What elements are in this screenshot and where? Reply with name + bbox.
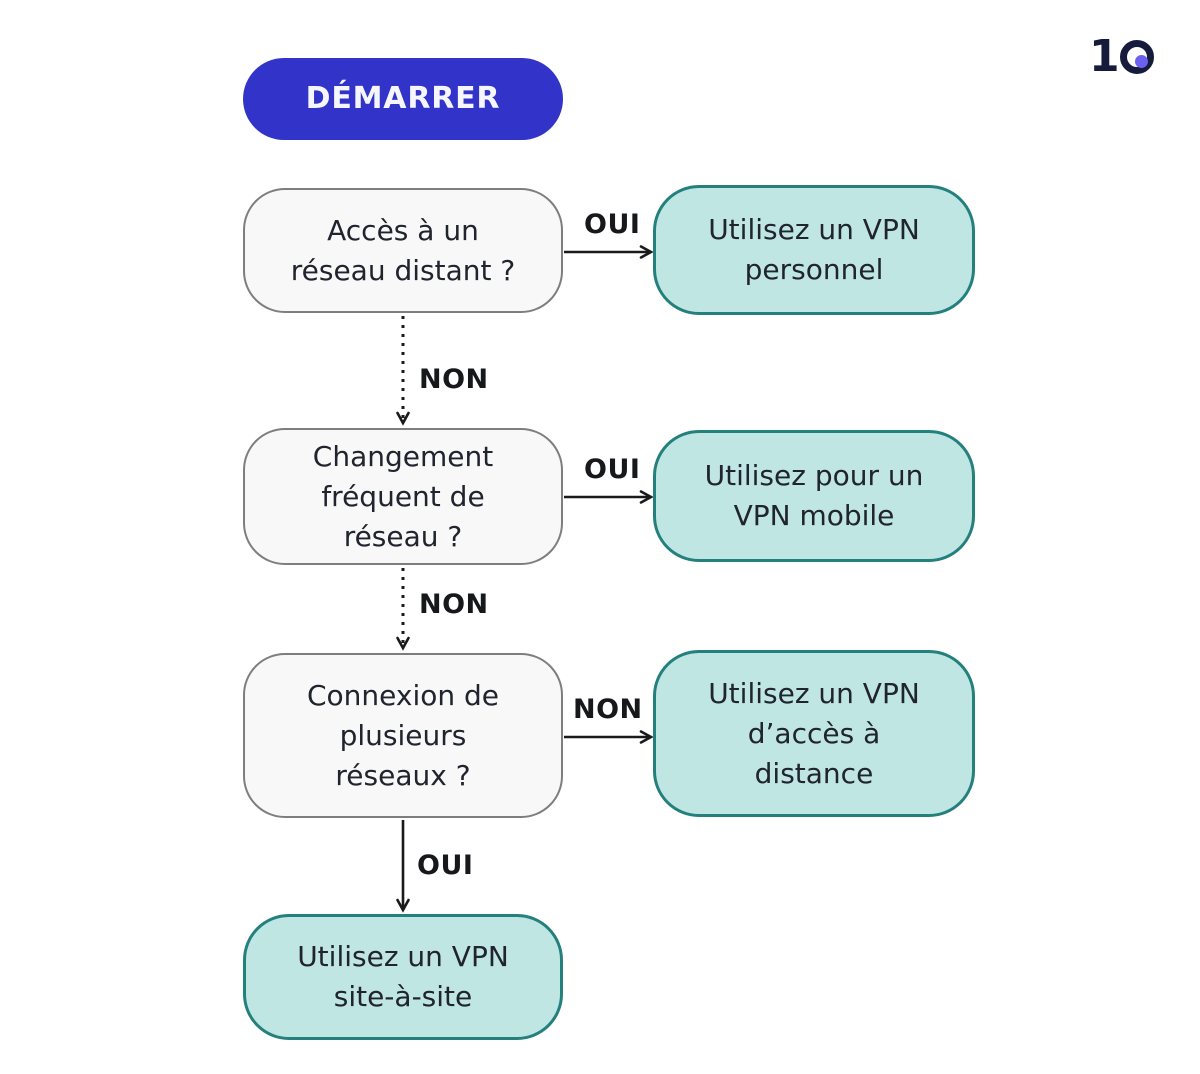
question-node-multiple-networks: Connexion de plusieurs réseaux ? <box>243 653 563 818</box>
logo-ring-icon <box>1119 40 1154 74</box>
logo-digit: 1 <box>1089 31 1120 82</box>
edge-label-q3-non: NON <box>573 694 643 725</box>
answer-node-mobile-vpn: Utilisez pour un VPN mobile <box>653 430 975 562</box>
edge-label-q1-oui: OUI <box>584 209 641 240</box>
brand-logo: 1 <box>1089 31 1154 82</box>
edge-label-q3-oui: OUI <box>417 850 474 881</box>
question-node-frequent-network-change: Changement fréquent de réseau ? <box>243 428 563 565</box>
logo-dot-icon <box>1134 55 1148 68</box>
edge-label-q1-non: NON <box>419 364 489 395</box>
start-node: DÉMARRER <box>243 58 563 140</box>
answer-node-remote-access-vpn: Utilisez un VPN d’accès à distance <box>653 650 975 817</box>
answer-node-personal-vpn: Utilisez un VPN personnel <box>653 185 975 315</box>
edge-label-q2-oui: OUI <box>584 454 641 485</box>
answer-node-site-to-site-vpn: Utilisez un VPN site-à-site <box>243 914 563 1040</box>
question-node-remote-access: Accès à un réseau distant ? <box>243 188 563 313</box>
edge-label-q2-non: NON <box>419 589 489 620</box>
